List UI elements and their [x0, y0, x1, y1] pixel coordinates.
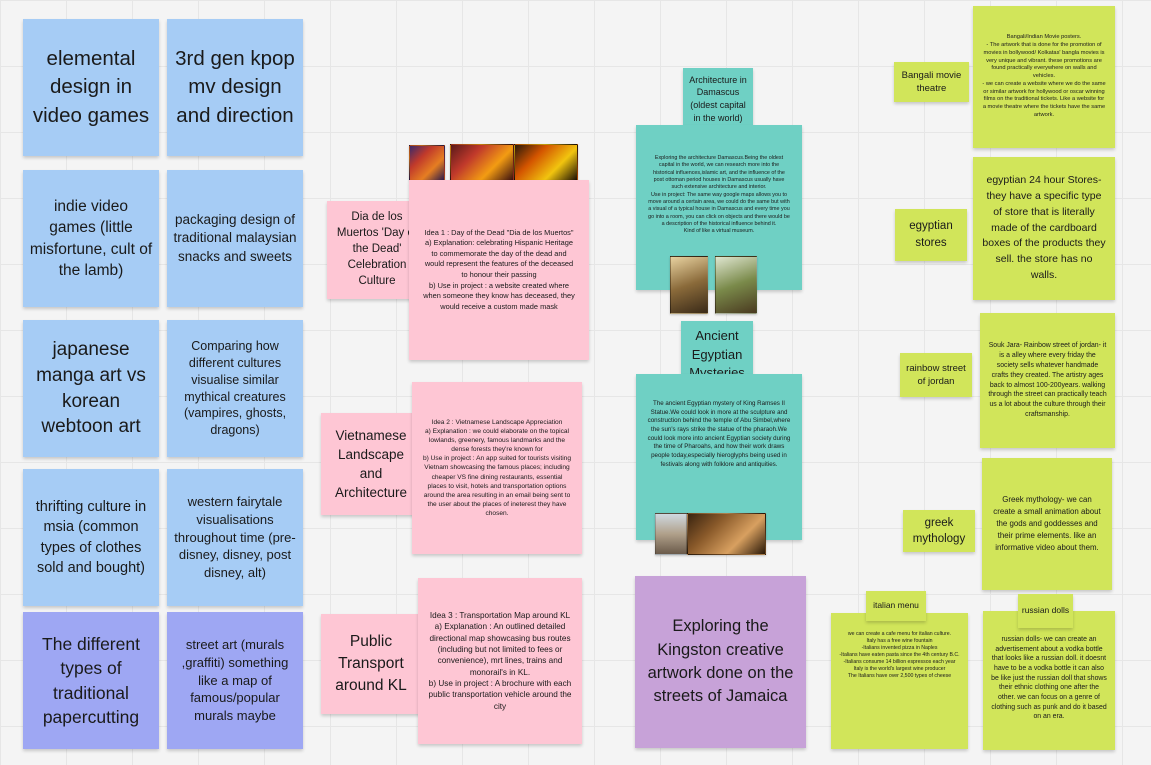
sticky-note-thrifting[interactable]: thrifting culture in msia (common types …: [23, 469, 159, 606]
day-of-dead-photo-1[interactable]: [409, 145, 445, 181]
sticky-note-manga-webtoon[interactable]: japanese manga art vs korean webtoon art: [23, 320, 159, 457]
sticky-note-papercutting[interactable]: The different types of traditional paper…: [23, 612, 159, 749]
sticky-note-jordan-body[interactable]: Souk Jara- Rainbow street of jordan- it …: [980, 313, 1115, 448]
sticky-note-indie-games[interactable]: indie video games (little misfortune, cu…: [23, 170, 159, 307]
sticky-note-bangali-title[interactable]: Bangali movie theatre: [894, 62, 969, 102]
sticky-note-egyptian-stores-body[interactable]: egyptian 24 hour Stores- they have a spe…: [973, 157, 1115, 300]
sticky-note-russian-body[interactable]: russian dolls- we can create an advertis…: [983, 611, 1115, 750]
sticky-note-vietnamese[interactable]: Vietnamese Landscape and Architecture: [321, 413, 421, 515]
sticky-note-egyptian-mysteries-body[interactable]: The ancient Egyptian mystery of King Ram…: [636, 374, 802, 540]
sticky-note-mythical[interactable]: Comparing how different cultures visuali…: [167, 320, 303, 457]
sticky-note-italian-title[interactable]: italian menu: [866, 591, 926, 621]
sticky-note-italian-body[interactable]: we can create a cafe menu for italian cu…: [831, 613, 968, 749]
sticky-note-public-transport[interactable]: Public Transport around KL: [321, 614, 421, 714]
sticky-note-idea-1[interactable]: Idea 1 : Day of the Dead "Dia de los Mue…: [409, 180, 589, 360]
sticky-note-elemental[interactable]: elemental design in video games: [23, 19, 159, 156]
damascus-photo-2[interactable]: [715, 256, 757, 314]
egypt-photo-1[interactable]: [655, 513, 687, 555]
damascus-photo-1[interactable]: [670, 256, 708, 314]
sticky-note-jordan-title[interactable]: rainbow street of jordan: [900, 353, 972, 397]
sticky-note-bangali-body[interactable]: Bangali/Indian Movie posters. - The artw…: [973, 6, 1115, 148]
sticky-note-russian-title[interactable]: russian dolls: [1018, 594, 1073, 628]
sticky-note-packaging[interactable]: packaging design of traditional malaysia…: [167, 170, 303, 307]
sticky-note-street-art[interactable]: street art (murals ,graffiti) something …: [167, 612, 303, 749]
sticky-note-kpop[interactable]: 3rd gen kpop mv design and direction: [167, 19, 303, 156]
sticky-note-damascus-title[interactable]: Architecture in Damascus (oldest capital…: [683, 68, 753, 130]
egypt-photo-2[interactable]: [687, 513, 766, 555]
sticky-note-idea-2[interactable]: Idea 2 : Vietnamese Landscape Appreciati…: [412, 382, 582, 554]
day-of-dead-photo-2[interactable]: [450, 144, 514, 181]
day-of-dead-photo-3[interactable]: [514, 144, 578, 181]
sticky-note-kingston[interactable]: Exploring the Kingston creative artwork …: [635, 576, 806, 748]
sticky-note-greek-title[interactable]: greek mythology: [903, 510, 975, 552]
sticky-note-fairytale[interactable]: western fairytale visualisations through…: [167, 469, 303, 606]
sticky-note-greek-body[interactable]: Greek mythology- we can create a small a…: [982, 458, 1112, 590]
sticky-note-egyptian-stores-title[interactable]: egyptian stores: [895, 209, 967, 261]
sticky-note-idea-3[interactable]: Idea 3 : Transportation Map around KL a)…: [418, 578, 582, 744]
